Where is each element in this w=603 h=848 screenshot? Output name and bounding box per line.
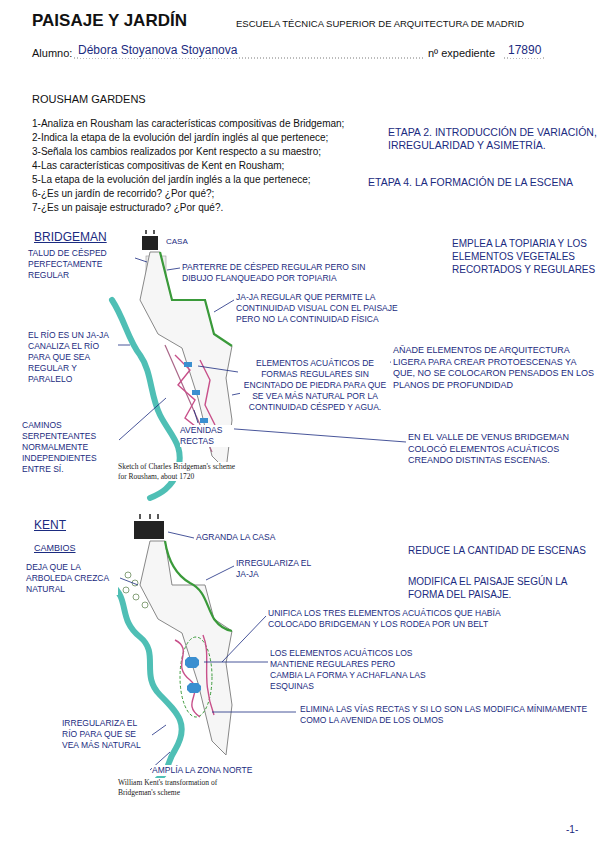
grove <box>123 572 148 608</box>
leader-line <box>206 566 234 580</box>
ha-ha-line <box>165 541 232 631</box>
handwritten-note: EN EL VALLE DE VENUS BRIDGEMAN COLOCÓ EL… <box>408 432 593 467</box>
leader-line <box>222 428 406 442</box>
tree <box>125 572 131 578</box>
handwritten-note: MODIFICA EL PAISAJE SEGÚN LA FORMA DEL P… <box>408 576 598 602</box>
house-symbol <box>134 521 164 539</box>
water-feature <box>192 390 200 395</box>
leader-line <box>152 725 166 735</box>
serpentine-path <box>203 635 214 715</box>
handwritten-note: PARTERRE DE CÉSPED REGULAR PERO SIN DIBU… <box>182 262 382 284</box>
section-heading: ROUSHAM GARDENS <box>32 92 146 106</box>
figure-caption: Sketch of Charles Bridgeman's scheme for… <box>118 462 236 481</box>
tree <box>133 594 139 600</box>
leader-line <box>222 616 266 662</box>
house-symbol <box>146 230 154 234</box>
serpentine-path <box>200 360 215 425</box>
handwritten-note: CAMINOS SERPENTEANTES NORMALMENTE INDEPE… <box>22 420 117 474</box>
handwritten-answer: ETAPA 2. INTRODUCCIÓN DE VARIACIÓN, IRRE… <box>388 126 598 153</box>
leader-line <box>194 410 198 423</box>
figure-caption: William Kent's transformation of Bridgem… <box>118 778 238 797</box>
handwritten-note: AGRANDA LA CASA <box>196 532 275 543</box>
handwritten-note: ELIMINA LAS VÍAS RECTAS Y SI LO SON LAS … <box>300 704 590 726</box>
handwritten-note: IRREGULARIZA EL RÍO PARA QUE SE VEA MÁS … <box>62 718 150 751</box>
question-text: 1-Analiza en Rousham las características… <box>32 118 344 131</box>
leader-line <box>120 578 138 585</box>
handwritten-note: AMPLÍA LA ZONA NORTE <box>152 765 252 776</box>
leader-line <box>198 366 238 372</box>
handwritten-note: TALUD DE CÉSPED PERFECTAMENTE REGULAR <box>28 248 133 281</box>
handwritten-note: EL RÍO ES UN JA-JA CANALIZA EL RÍO PARA … <box>28 330 116 384</box>
handwritten-note: ELEMENTOS ACUÁTICOS DE FORMAS REGULARES … <box>240 358 390 412</box>
page-number: -1- <box>566 824 578 837</box>
leader-line <box>135 258 147 262</box>
handwritten-note: DEJA QUE LA ARBOLEDA CREZCA NATURAL <box>26 562 118 595</box>
water-feature <box>200 418 208 423</box>
form-label: Alumno: <box>32 46 72 60</box>
house-symbol <box>142 236 158 250</box>
water-feature <box>184 362 192 367</box>
tree <box>123 587 129 593</box>
question-text: 4-Las características compositivas de Ke… <box>32 160 284 173</box>
estate-outline <box>140 541 232 755</box>
handwritten-heading: BRIDGEMAN <box>34 230 107 245</box>
serpentine-path <box>175 355 200 430</box>
question-text: 7-¿Es un paisaje estructurado? ¿Por qué?… <box>32 202 223 215</box>
handwritten-note: JA-JA REGULAR QUE PERMITE LA CONTINUIDAD… <box>236 292 406 325</box>
leader-line <box>204 662 268 663</box>
water-feature <box>185 657 199 668</box>
handwritten-note: AÑADE ELEMENTOS DE ARQUITECTURA LIGERA P… <box>393 345 598 391</box>
handwritten-number: 17890 <box>508 43 541 58</box>
leader-line <box>168 532 194 538</box>
handwritten-note: REDUCE LA CANTIDAD DE ESCENAS <box>408 545 593 558</box>
question-text: 6-¿Es un jardín de recorrido? ¿Por qué?; <box>32 188 214 201</box>
handwritten-note: AVENIDAS RECTAS <box>180 425 234 447</box>
school-name: ESCUELA TÉCNICA SUPERIOR DE ARQUITECTURA… <box>236 18 524 30</box>
leader-line <box>214 300 234 312</box>
handwritten-note: CASA <box>166 237 188 247</box>
leader-line <box>212 712 296 713</box>
handwritten-note: UNIFICA LOS TRES ELEMENTOS ACUÁTICOS QUE… <box>268 608 538 630</box>
leader-line <box>118 345 130 346</box>
serpentine-path <box>175 640 200 717</box>
page-title: PAISAJE Y JARDÍN <box>32 10 187 32</box>
form-label: nº expediente <box>428 46 495 60</box>
handwritten-note: EMPLEA LA TOPIARIA Y LOS ELEMENTOS VEGET… <box>452 238 597 276</box>
handwritten-heading: KENT <box>34 518 66 533</box>
house-symbol <box>140 514 158 519</box>
handwritten-note: IRREGULARIZA EL JA-JA <box>236 558 316 580</box>
tree <box>142 602 148 608</box>
handwritten-note: LOS ELEMENTOS ACUÁTICOS LOS MANTIENE REG… <box>270 648 430 692</box>
question-text: 2-Indica la etapa de la evolución del ja… <box>32 132 328 145</box>
handwritten-heading: CAMBIOS <box>34 543 76 555</box>
handwritten-name: Débora Stoyanova Stoyanova <box>78 43 237 58</box>
leader-line <box>167 268 180 270</box>
question-text: 3-Señala los cambios realizados por Kent… <box>32 146 321 159</box>
question-text: 5-La etapa de la evolución del jardín in… <box>32 174 311 187</box>
water-feature <box>187 683 201 693</box>
handwritten-answer: ETAPA 4. LA FORMACIÓN DE LA ESCENA <box>368 176 593 189</box>
leader-lines <box>118 258 406 770</box>
leader-line <box>119 398 166 440</box>
